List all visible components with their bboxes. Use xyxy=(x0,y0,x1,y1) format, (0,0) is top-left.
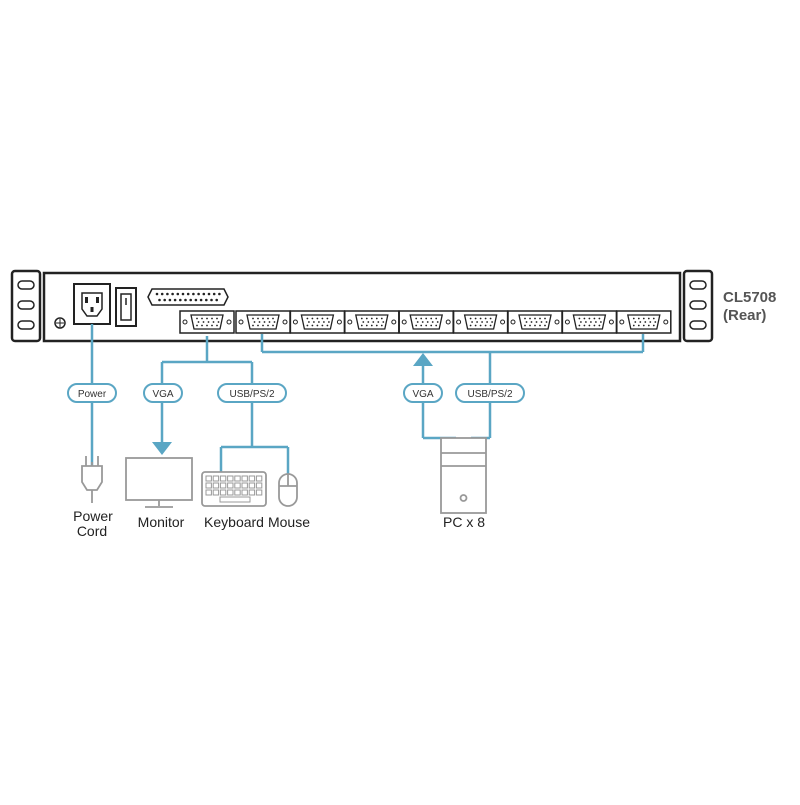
label-usb-console-pill: USB/PS/2 xyxy=(217,383,287,403)
pc-port-4 xyxy=(398,310,454,334)
power-connector-label: Power xyxy=(78,389,107,400)
keyboard-label: Keyboard xyxy=(204,514,264,530)
pc-port-6 xyxy=(507,310,563,334)
power-switch-icon xyxy=(115,287,137,327)
pc-port-8 xyxy=(616,310,672,334)
pc-label: PC x 8 xyxy=(443,514,485,530)
label-vga-console-pill: VGA xyxy=(143,383,183,403)
vga-pc-label: VGA xyxy=(412,389,433,400)
usb-pc-label: USB/PS/2 xyxy=(467,389,512,400)
mouse-label: Mouse xyxy=(268,514,310,530)
label-vga-pc-pill: VGA xyxy=(403,383,443,403)
pc-port-2 xyxy=(289,310,346,334)
model-name: CL5708 xyxy=(723,289,776,306)
power-plug-icon xyxy=(81,456,103,503)
ac-power-inlet-icon xyxy=(73,283,111,325)
mouse-icon xyxy=(278,473,298,507)
db25-port-icon xyxy=(147,288,229,306)
ground-screw-icon xyxy=(54,317,66,329)
pc-vga-arrow-icon xyxy=(413,353,433,366)
pc-port-5 xyxy=(452,310,509,334)
monitor-label: Monitor xyxy=(138,514,185,530)
monitor-arrow-icon xyxy=(152,442,172,455)
usb-console-label: USB/PS/2 xyxy=(229,389,274,400)
label-usb-pc-pill: USB/PS/2 xyxy=(455,383,525,403)
pc-port-7 xyxy=(561,310,618,334)
monitor-icon xyxy=(125,457,193,508)
power-cord-label-line1: Power xyxy=(73,508,113,524)
model-view: (Rear) xyxy=(723,307,766,324)
vga-console-label: VGA xyxy=(152,389,173,400)
console-vga-connector xyxy=(179,310,235,334)
keyboard-icon xyxy=(201,471,267,507)
pc-tower-icon xyxy=(440,437,487,514)
label-power-pill: Power xyxy=(67,383,117,403)
pc-ports xyxy=(235,310,672,334)
power-cord-label-line2: Cord xyxy=(77,523,107,539)
pc-port-3 xyxy=(344,310,400,334)
pc-port-1 xyxy=(235,310,291,334)
console-vga-port-icon xyxy=(179,310,235,334)
